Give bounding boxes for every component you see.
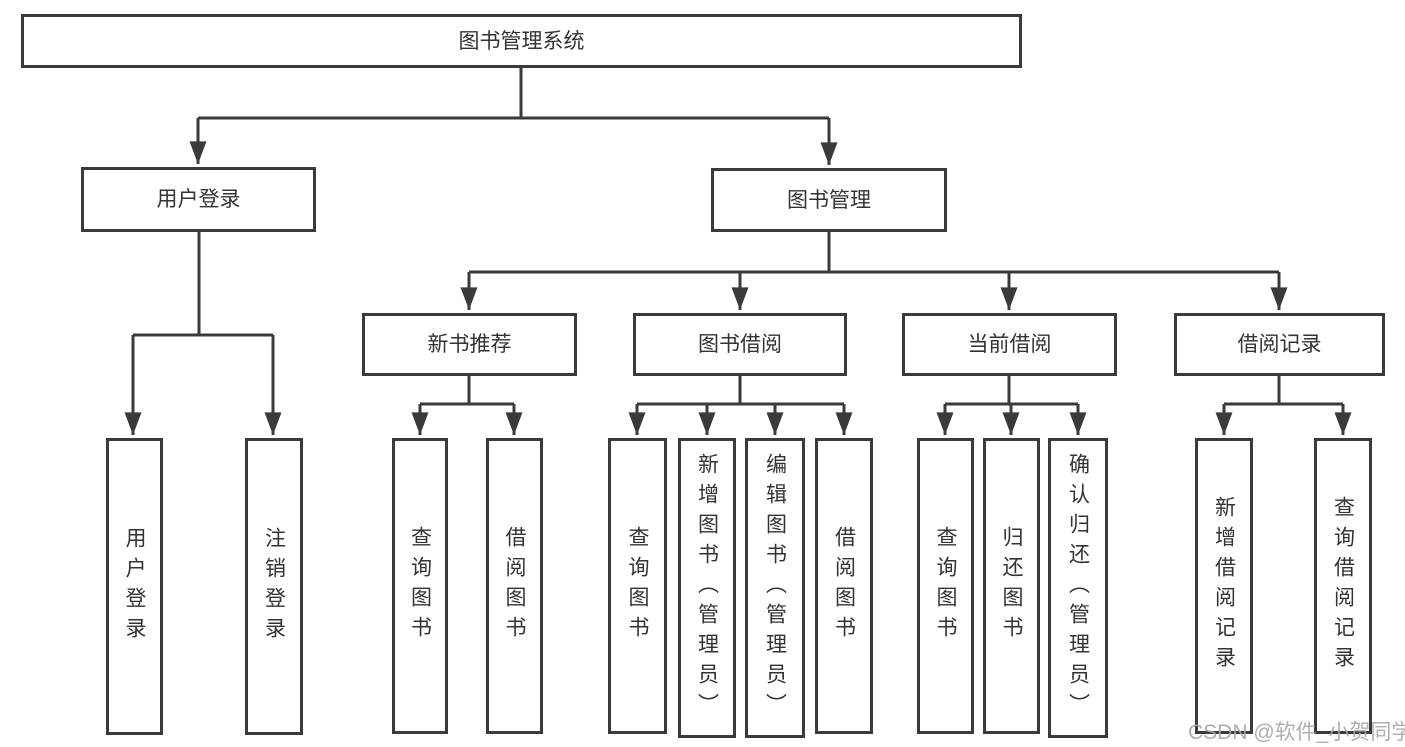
- node-book-management: 图书管理: [711, 168, 947, 232]
- leaf-user-login-label: 用户登录: [123, 526, 146, 647]
- node-root-system: 图书管理系统: [21, 14, 1022, 68]
- leaf-add-borrow-record-label: 新增借阅记录: [1212, 496, 1236, 676]
- leaf-return-books-label: 归还图书: [1000, 526, 1023, 646]
- leaf-user-login: 用户登录: [106, 438, 163, 735]
- leaf-edit-books-admin-label: 编辑图书（管理员）: [763, 453, 787, 723]
- node-borrowing-records-label: 借阅记录: [1237, 333, 1322, 356]
- leaf-add-borrow-record: 新增借阅记录: [1195, 438, 1253, 734]
- leaf-query-books-2-label: 查询图书: [626, 526, 649, 646]
- leaf-add-books-admin-label: 新增图书（管理员）: [695, 453, 719, 723]
- leaf-add-books-admin: 新增图书（管理员）: [678, 438, 736, 738]
- node-root-system-label: 图书管理系统: [458, 29, 585, 53]
- csdn-watermark: CSDN @软件_小贺同学: [1188, 721, 1405, 744]
- leaf-borrow-books-2: 借阅图书: [815, 438, 873, 734]
- node-new-book-recommend-label: 新书推荐: [427, 333, 512, 356]
- leaf-query-borrow-record: 查询借阅记录: [1314, 438, 1372, 734]
- node-current-borrowing: 当前借阅: [902, 313, 1117, 376]
- leaf-query-books-3: 查询图书: [917, 438, 974, 734]
- leaf-borrow-books-1-label: 借阅图书: [503, 526, 526, 646]
- node-user-login-label: 用户登录: [156, 188, 241, 211]
- leaf-confirm-return-admin-label: 确认归还（管理员）: [1066, 453, 1090, 723]
- leaf-logout: 注销登录: [245, 438, 303, 735]
- node-borrowing-records: 借阅记录: [1174, 313, 1385, 376]
- leaf-borrow-books-2-label: 借阅图书: [832, 526, 856, 646]
- leaf-borrow-books-1: 借阅图书: [486, 438, 543, 734]
- leaf-query-books-3-label: 查询图书: [934, 526, 957, 646]
- leaf-edit-books-admin: 编辑图书（管理员）: [745, 438, 805, 738]
- node-book-borrowing: 图书借阅: [633, 313, 847, 376]
- leaf-query-borrow-record-label: 查询借阅记录: [1331, 496, 1355, 676]
- node-current-borrowing-label: 当前借阅: [967, 333, 1052, 356]
- leaf-logout-label: 注销登录: [262, 526, 286, 647]
- leaf-return-books: 归还图书: [983, 438, 1040, 734]
- node-book-management-label: 图书管理: [787, 188, 871, 212]
- leaf-confirm-return-admin: 确认归还（管理员）: [1048, 438, 1108, 738]
- node-book-borrowing-label: 图书借阅: [698, 333, 782, 356]
- leaf-query-books-1: 查询图书: [392, 438, 448, 734]
- leaf-query-books-1-label: 查询图书: [408, 526, 432, 646]
- leaf-query-books-2: 查询图书: [608, 438, 667, 734]
- node-new-book-recommend: 新书推荐: [362, 313, 577, 376]
- node-user-login: 用户登录: [81, 167, 316, 232]
